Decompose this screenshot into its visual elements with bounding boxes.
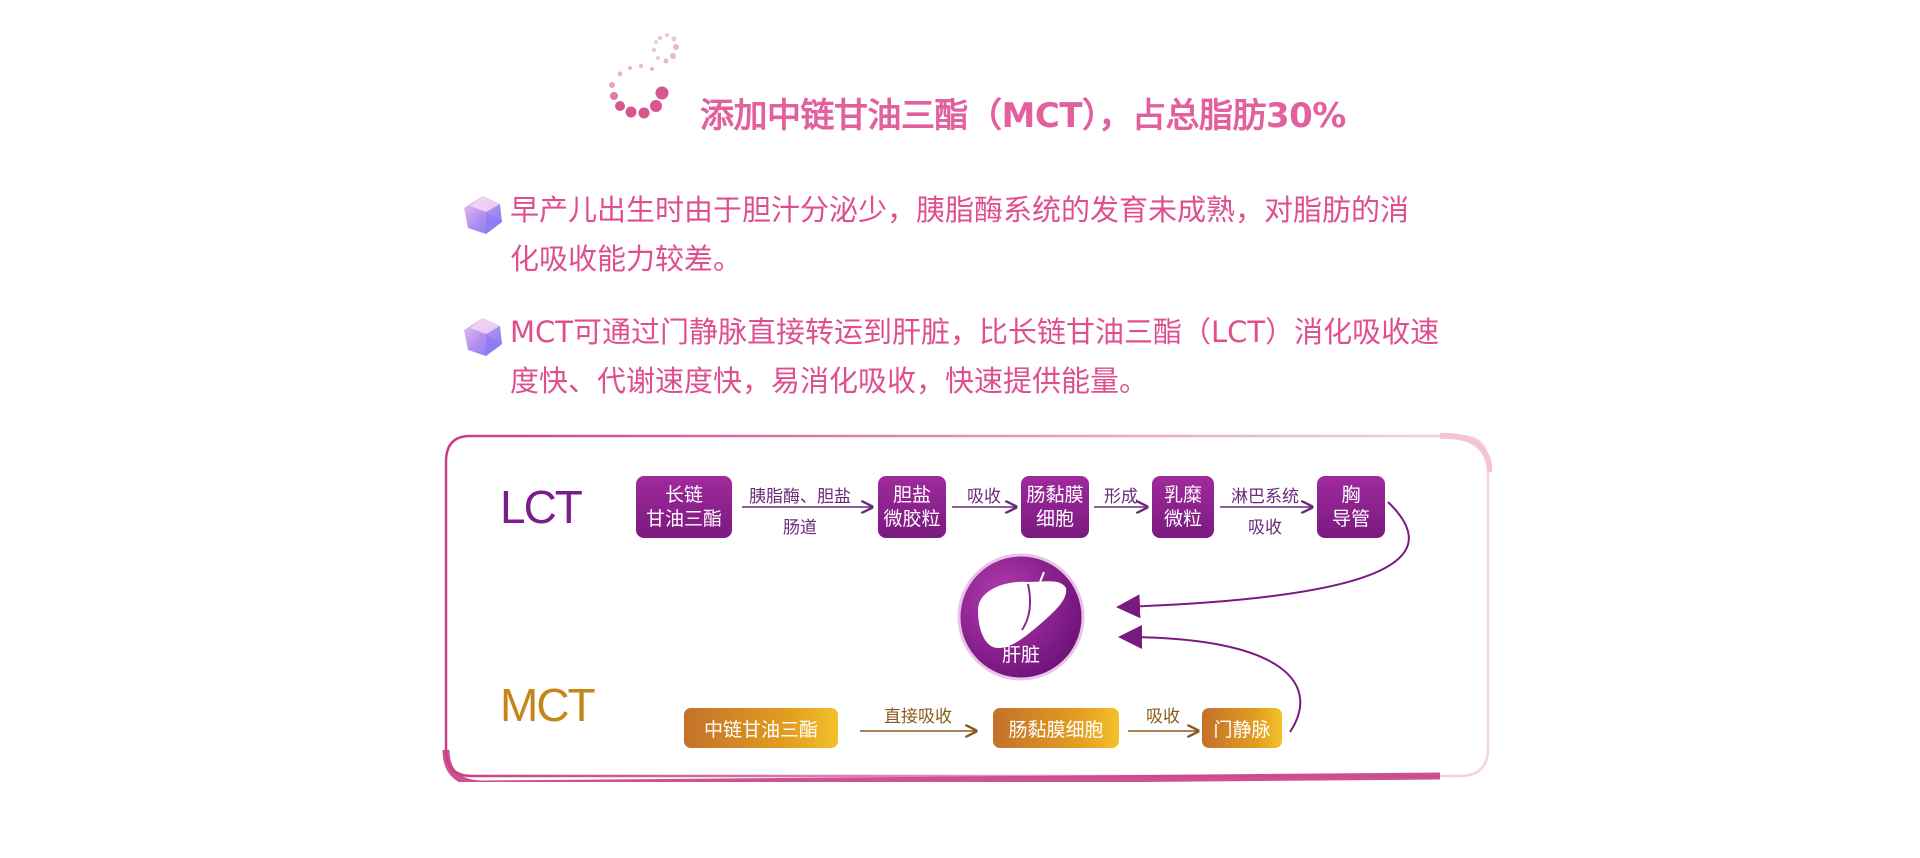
- lct-arrow-label-below: 吸收: [1248, 518, 1282, 538]
- dots-swirl-icon: [609, 33, 679, 119]
- flow-arrows: [742, 432, 1410, 782]
- gem-bullet-icon: [464, 318, 502, 356]
- page-title: 添加中链甘油三酯（MCT），占总脂肪30%: [700, 96, 1346, 136]
- mct-label: MCT: [500, 679, 596, 731]
- lct-node-thoracic-duct: 胸导管: [1317, 476, 1385, 538]
- lct-arrow-label-above: 胰脂酶、胆盐: [749, 487, 851, 507]
- lct-node-long-chain-tg: 长链甘油三酯: [636, 476, 732, 538]
- lct-node-bile-micelle: 胆盐微胶粒: [878, 476, 946, 538]
- mct-node-mucosa-cell: 肠黏膜细胞: [993, 708, 1119, 748]
- lct-label: LCT: [500, 481, 583, 533]
- mct-node-portal-vein: 门静脉: [1202, 708, 1282, 748]
- lct-node-chylomicron: 乳糜微粒: [1152, 476, 1214, 538]
- bullet-text: 早产儿出生时由于胆汁分泌少，胰脂酶系统的发育未成熟，对脂肪的消 化吸收能力较差。: [510, 193, 1410, 276]
- lct-arrow-label-above: 淋巴系统: [1231, 487, 1299, 507]
- liver-icon: [957, 553, 1085, 681]
- bullet-item: MCT可通过门静脉直接转运到肝脏，比长链甘油三酯（LCT）消化吸收速 度快、代谢…: [462, 308, 1442, 408]
- gem-bullet-icon: [464, 196, 502, 234]
- lct-arrow-label-above: 吸收: [967, 487, 1001, 507]
- bullet-item: 早产儿出生时由于胆汁分泌少，胰脂酶系统的发育未成熟，对脂肪的消 化吸收能力较差。: [462, 186, 1442, 286]
- metabolism-diagram: LCT MCT 长链甘油三酯 胆盐微胶粒 肠黏膜细胞 乳糜微粒 胸导管 胰脂酶、…: [440, 432, 1492, 782]
- title-block: 添加中链甘油三酯（MCT），占总脂肪30%: [600, 30, 1360, 140]
- lct-arrow-label-below: 肠道: [783, 518, 817, 538]
- mct-node-medium-chain-tg: 中链甘油三酯: [684, 708, 838, 748]
- mct-arrow-label: 吸收: [1146, 707, 1180, 727]
- liver-label: 肝脏: [1001, 644, 1040, 666]
- mct-arrow-label: 直接吸收: [884, 707, 952, 727]
- bullet-text: MCT可通过门静脉直接转运到肝脏，比长链甘油三酯（LCT）消化吸收速 度快、代谢…: [510, 315, 1440, 398]
- lct-node-mucosa-cell: 肠黏膜细胞: [1021, 476, 1089, 538]
- lct-arrow-label-above: 形成: [1104, 487, 1138, 507]
